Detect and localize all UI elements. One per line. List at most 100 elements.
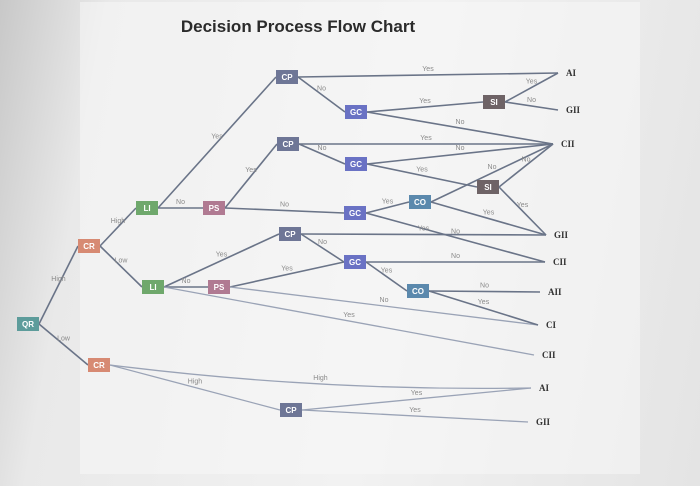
outcome-o4: GII (554, 230, 569, 240)
outcome-o1: AI (566, 68, 576, 78)
edge-label-cr1-li1: High (111, 218, 126, 225)
node-gc4: GC (344, 255, 366, 269)
node-box-si2 (477, 180, 499, 194)
edge-label-cp1-o1: Yes (422, 66, 434, 73)
edge-label-cr2-o9: High (313, 375, 328, 382)
edge-cr2-o9 (109, 364, 532, 390)
node-label-gc3: GC (349, 209, 361, 218)
edge-label-cp3-o4: Yes (418, 226, 430, 233)
edge-co1-o3 (430, 143, 554, 203)
node-box-cp3 (279, 227, 301, 241)
edge-cp4-o10 (301, 409, 529, 423)
edge-label-ps2-o7: No (380, 297, 389, 304)
edge-label-ps2-gc4: Yes (281, 266, 293, 273)
edge-si2-o3 (498, 143, 554, 188)
edge-label-gc3-o5: No (451, 229, 460, 236)
edge-label-li1-cp1: Yes (211, 134, 223, 141)
edge-ps1-gc3 (224, 207, 345, 214)
edge-label-gc4-co2: Yes (381, 268, 393, 275)
edge-label-si1-o1: Yes (526, 79, 538, 86)
node-si1: SI (483, 95, 505, 109)
node-ps1: PS (203, 201, 225, 215)
node-box-qr (17, 317, 39, 331)
edge-label-li2-cp3: Yes (216, 252, 228, 259)
node-cp2: CP (277, 137, 299, 151)
node-label-qr: QR (22, 320, 34, 329)
edge-label-co2-o6: No (480, 283, 489, 290)
edge-qr-cr1 (38, 245, 79, 325)
edge-label-gc2-si2: Yes (416, 167, 428, 174)
node-label-cr2: CR (93, 361, 105, 370)
node-box-si1 (483, 95, 505, 109)
node-cp4: CP (280, 403, 302, 417)
node-ps2: PS (208, 280, 230, 294)
edge-cr1-li2 (99, 245, 143, 288)
node-box-cr2 (88, 358, 110, 372)
node-label-co1: CO (414, 198, 426, 207)
edge-qr-cr2 (38, 323, 89, 366)
edge-label-co1-o4: Yes (483, 210, 495, 217)
edge-label-si1-o2: No (527, 97, 536, 104)
edge-gc1-o3 (366, 111, 554, 145)
edge-labels-layer: HighLowHighLowYesNoYesNoYesNoYesNoYesNoY… (51, 66, 537, 414)
node-box-li2 (142, 280, 164, 294)
edge-cp3-o4 (300, 233, 547, 236)
edge-gc4-co2 (365, 261, 408, 292)
node-label-cp4: CP (285, 406, 297, 415)
node-box-gc3 (344, 206, 366, 220)
edge-gc3-co1 (365, 201, 410, 214)
paper-sheet (80, 2, 640, 474)
edge-si2-o4 (498, 186, 547, 236)
node-box-cp2 (277, 137, 299, 151)
edge-ps1-cp2 (224, 143, 278, 209)
node-box-gc4 (344, 255, 366, 269)
node-box-co2 (407, 284, 429, 298)
node-box-ps1 (203, 201, 225, 215)
edge-cp2-gc2 (298, 143, 346, 165)
node-gc2: GC (345, 157, 367, 171)
edge-label-gc3-co1: Yes (382, 199, 394, 206)
edge-label-li2-ps2: No (182, 278, 191, 285)
node-label-si2: SI (484, 183, 492, 192)
node-gc1: GC (345, 105, 367, 119)
node-label-co2: CO (412, 287, 424, 296)
edge-label-co2-o7: Yes (478, 299, 490, 306)
edge-gc1-si1 (366, 101, 484, 113)
edge-label-gc1-si1: Yes (419, 98, 431, 105)
node-qr: QR (17, 317, 39, 331)
node-label-gc2: GC (350, 160, 362, 169)
chart-title: Decision Process Flow Chart (181, 17, 416, 36)
edge-label-cp1-gc1: No (317, 86, 326, 93)
edge-label-si2-o4: Yes (517, 202, 529, 209)
edge-label-cr1-li2: Low (115, 258, 129, 265)
edge-co1-o4 (430, 201, 547, 236)
node-label-ps1: PS (209, 204, 220, 213)
outcome-o8: CII (542, 350, 556, 360)
node-label-si1: SI (490, 98, 498, 107)
edge-label-gc4-o5: No (451, 253, 460, 260)
edge-label-co1-o3: No (488, 164, 497, 171)
edge-ps2-o7 (229, 286, 539, 326)
node-cp3: CP (279, 227, 301, 241)
node-cr2: CR (88, 358, 110, 372)
edge-cr1-li1 (99, 207, 137, 247)
edge-gc2-si2 (366, 163, 478, 188)
edge-cp3-gc4 (300, 233, 345, 263)
node-li2: LI (142, 280, 164, 294)
node-box-cp4 (280, 403, 302, 417)
edge-co2-o7 (428, 290, 539, 326)
edge-li1-cp1 (157, 76, 277, 209)
edge-cp1-o1 (297, 72, 559, 78)
node-label-cp3: CP (284, 230, 296, 239)
edge-label-ps1-cp2: Yes (245, 167, 257, 174)
outcome-o10: GII (536, 417, 551, 427)
edge-cp1-gc1 (297, 76, 346, 113)
node-label-cr1: CR (83, 242, 95, 251)
outcome-o6: AII (548, 287, 562, 297)
edge-co2-o6 (428, 290, 541, 293)
outcome-o2: GII (566, 105, 581, 115)
node-box-li1 (136, 201, 158, 215)
edge-label-ps1-gc3: No (280, 202, 289, 209)
